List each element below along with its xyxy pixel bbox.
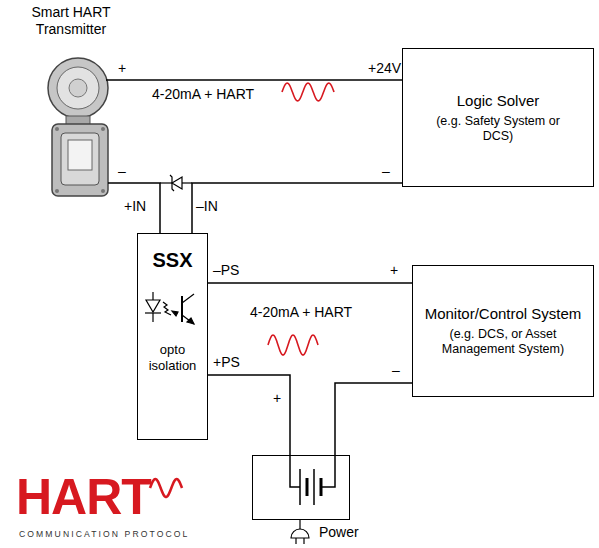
signal-wire — [192, 183, 402, 233]
transmitter-cover — [61, 133, 99, 185]
terminal-sign: – — [392, 362, 400, 378]
diode-lead — [182, 182, 192, 183]
transmitter-housing — [52, 124, 108, 196]
transistor-collector — [182, 294, 194, 303]
node-title: SSX — [138, 248, 207, 272]
node-title: Power — [319, 524, 359, 541]
battery-plate — [306, 478, 309, 496]
battery-plate — [299, 469, 301, 505]
signal-wire — [208, 375, 290, 455]
signal-label: 4-20mA + HART — [248, 304, 354, 321]
node-subtitle: (e.g. DCS, or Asset Management System) — [423, 327, 583, 357]
diode-symbol — [160, 175, 192, 191]
terminal-wire — [108, 182, 112, 184]
light-ray-head — [172, 311, 178, 316]
led-lead — [152, 313, 153, 322]
signal-label: 4-20mA + HART — [150, 86, 256, 103]
battery-wire — [290, 455, 300, 487]
node-title: Smart HART Transmitter — [30, 4, 112, 38]
signal-wire — [335, 383, 412, 455]
transistor-emitter — [182, 315, 194, 324]
transmitter-cap — [57, 67, 99, 109]
logo-tagline: COMMUNICATION PROTOCOL — [19, 530, 190, 539]
diode-lead — [160, 182, 172, 183]
light-ray — [163, 302, 171, 315]
battery-symbol — [290, 455, 335, 505]
battery-plate — [313, 469, 315, 505]
logo-wave — [150, 479, 182, 497]
hart-wave — [268, 335, 318, 355]
transmitter-cap-center — [69, 79, 87, 97]
terminal-sign: – — [382, 163, 390, 179]
monitor-system-box: Monitor/Control System (e.g. DCS, or Asse… — [412, 265, 594, 397]
transmitter: Smart HART Transmitter — [30, 4, 112, 200]
transmitter-illustration — [48, 58, 112, 196]
node-subtitle: (e.g. Safety System or DCS) — [428, 114, 568, 144]
plug-prong — [303, 538, 304, 544]
housing-bolt — [101, 189, 105, 193]
transmitter-display — [68, 140, 92, 170]
transistor-base — [181, 296, 183, 322]
power-plug — [291, 520, 309, 544]
plug-prong — [295, 538, 296, 544]
housing-bolt — [55, 189, 59, 193]
node-subtitle: opto isolation — [138, 342, 207, 373]
terminal-sign: + — [390, 262, 398, 278]
housing-bolt — [101, 127, 105, 131]
emitter-arrow — [187, 318, 194, 324]
optocoupler-symbol — [145, 292, 194, 324]
terminal-sign: + — [118, 60, 126, 76]
hart-signal-waves — [150, 83, 334, 497]
hart-wave — [282, 83, 334, 101]
logo-wordmark: HART — [16, 472, 151, 522]
transmitter-head — [48, 58, 108, 118]
node-title: Monitor/Control System — [425, 305, 582, 323]
diode-triangle — [172, 177, 182, 189]
battery-wire — [321, 455, 335, 487]
pin-name: –IN — [196, 198, 218, 214]
logic-solver-box: Logic Solver (e.g. Safety System or DCS) — [402, 48, 594, 187]
housing-bolt — [55, 127, 59, 131]
terminal-sign: + — [273, 390, 281, 406]
terminal-sign: – — [118, 163, 126, 179]
pin-name: +PS — [213, 354, 240, 370]
node-title: Logic Solver — [457, 92, 540, 110]
power-supply-box: Power — [252, 455, 350, 520]
led-triangle — [146, 300, 160, 312]
pin-name: +IN — [124, 198, 146, 214]
diode-bar — [170, 175, 174, 191]
led-lead — [152, 292, 153, 300]
pin-name: –PS — [213, 262, 239, 278]
signal-wire — [112, 183, 160, 233]
signal-wire — [112, 79, 402, 81]
supply-voltage: +24V — [368, 60, 401, 76]
isolator-box: SSX opto isolation — [137, 233, 208, 440]
terminal-wire — [106, 79, 112, 81]
signal-wire — [208, 282, 412, 284]
plug-body — [291, 529, 309, 538]
